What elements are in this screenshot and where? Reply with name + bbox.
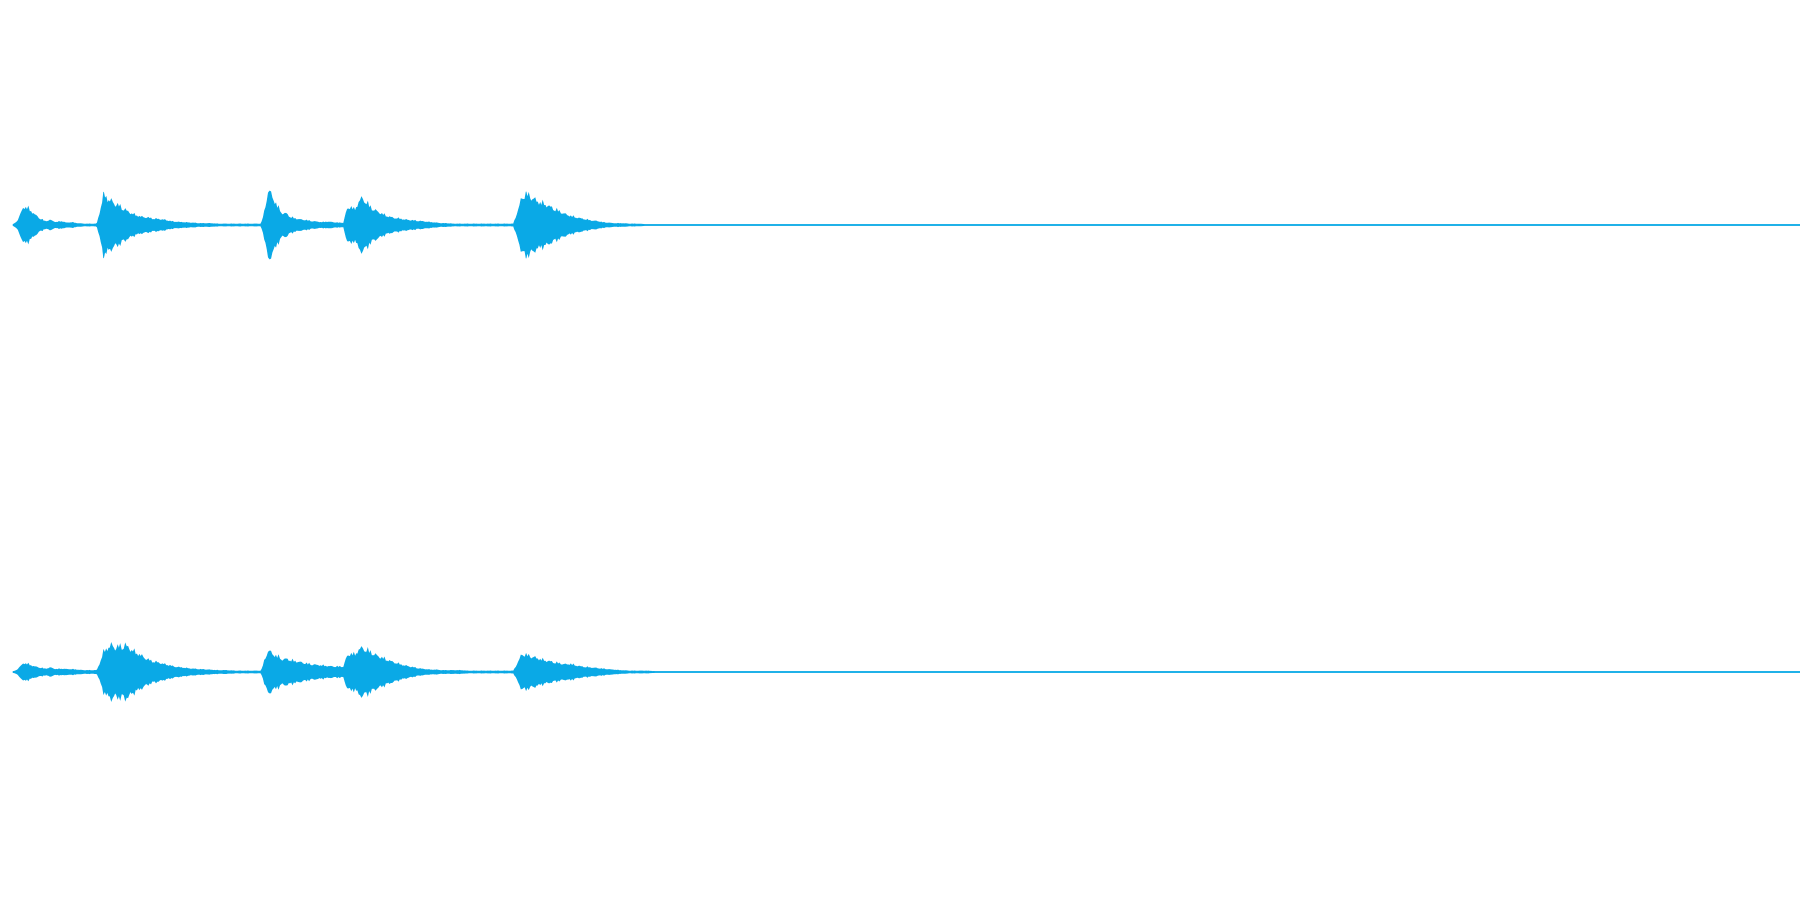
channel-1-track — [12, 190, 1800, 260]
channel-2-waveform — [12, 642, 1800, 702]
channel-1-waveform — [12, 190, 1800, 260]
channel-2-track — [12, 642, 1800, 702]
